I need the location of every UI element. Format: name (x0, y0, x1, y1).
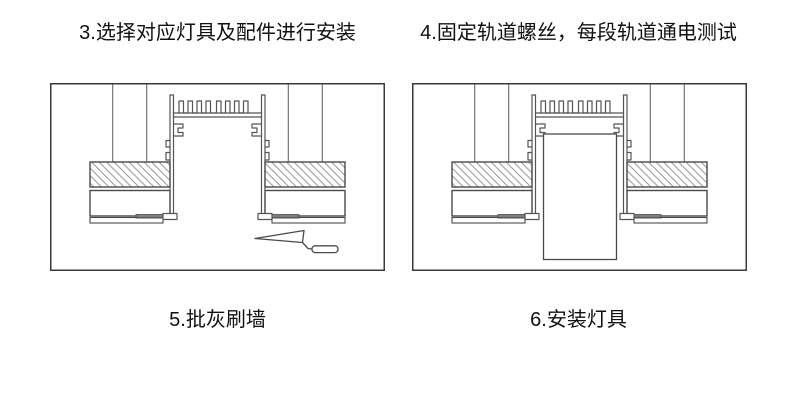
step-6-caption: 6.安装灯具 (530, 309, 627, 331)
diagram-track-section-right (411, 83, 748, 271)
diagram-track-section-left (50, 83, 385, 271)
step-3-caption: 3.选择对应灯具及配件进行安装 (79, 22, 356, 44)
step-5-caption: 5.批灰刷墙 (169, 309, 266, 331)
trowel-icon (254, 229, 339, 254)
lamp-fixture-body (542, 133, 618, 261)
step-4-caption: 4.固定轨道螺丝，每段轨道通电测试 (420, 22, 737, 44)
